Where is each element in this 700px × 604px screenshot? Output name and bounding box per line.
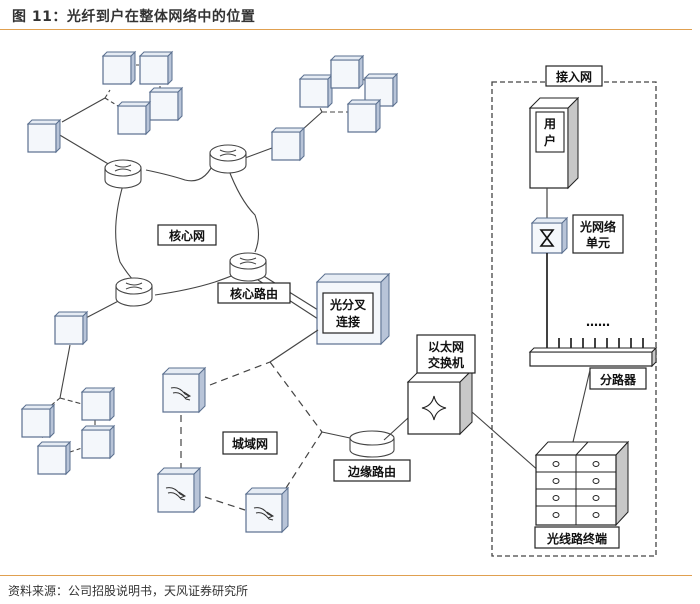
node-cube xyxy=(347,99,381,133)
olt-device xyxy=(534,440,630,527)
node-cube xyxy=(330,55,364,89)
user-terminal: 用 户 xyxy=(528,96,580,190)
occ-label-line2: 连接 xyxy=(336,314,360,329)
user-label-line1: 用 xyxy=(543,117,556,131)
metro-network-label: 城域网 xyxy=(232,436,268,451)
metro-node-icon xyxy=(157,467,201,513)
metro-node-icon xyxy=(245,487,289,533)
node-cube xyxy=(299,74,333,108)
switch-star-icon xyxy=(421,395,447,421)
node-cube xyxy=(139,51,173,85)
node-cube xyxy=(117,101,151,135)
edge-router-icon xyxy=(349,430,395,458)
core-router-label: 核心路由 xyxy=(230,286,278,301)
ethernet-switch-label-line1: 以太网 xyxy=(428,339,464,354)
title-divider xyxy=(0,29,692,30)
node-cube xyxy=(271,127,305,161)
figure-title: 图 11：光纤到户在整体网络中的位置 xyxy=(12,9,256,25)
core-router-icon xyxy=(229,252,267,282)
splitter-device xyxy=(528,346,658,368)
optical-cross-connect: 光分叉 连接 xyxy=(315,272,391,346)
core-link xyxy=(227,167,260,253)
node-cube xyxy=(21,404,55,438)
node-cube xyxy=(54,311,88,345)
core-router-icon xyxy=(209,144,247,174)
network-diagram: 核心网 核心路由 光分叉 连接 城域网 边缘路由 以太网 xyxy=(21,51,658,557)
core-router-icon xyxy=(104,159,142,189)
hourglass-icon xyxy=(539,229,555,247)
metro-links xyxy=(180,329,323,511)
onu-label-line2: 单元 xyxy=(586,235,610,250)
onu-device xyxy=(530,216,569,255)
node-cube xyxy=(81,387,115,421)
olt-label: 光线路终端 xyxy=(546,531,607,546)
source-divider xyxy=(0,575,692,576)
onu-label-line1: 光网络 xyxy=(579,219,616,234)
core-network-label: 核心网 xyxy=(169,228,205,243)
splitter-label: 分路器 xyxy=(600,372,637,387)
core-link xyxy=(115,184,136,283)
node-cube xyxy=(27,119,61,153)
metro-node-icon xyxy=(162,367,206,413)
edge-router-label: 边缘路由 xyxy=(347,464,396,479)
core-router-icon xyxy=(115,277,153,307)
access-network-label: 接入网 xyxy=(556,69,592,84)
user-label-line2: 户 xyxy=(544,133,556,148)
ethernet-switch-label-line2: 交换机 xyxy=(428,355,464,370)
node-cube xyxy=(102,51,136,85)
node-cube xyxy=(37,441,71,475)
figure-source: 资料来源：公司招股说明书，天风证券研究所 xyxy=(8,584,249,598)
occ-label-line1: 光分叉 xyxy=(329,297,367,312)
node-cube xyxy=(149,87,183,121)
core-link xyxy=(145,159,216,182)
ethernet-switch xyxy=(406,368,474,436)
node-cube xyxy=(81,425,115,459)
splitter-ellipsis: …… xyxy=(586,315,610,329)
core-link xyxy=(244,147,273,159)
